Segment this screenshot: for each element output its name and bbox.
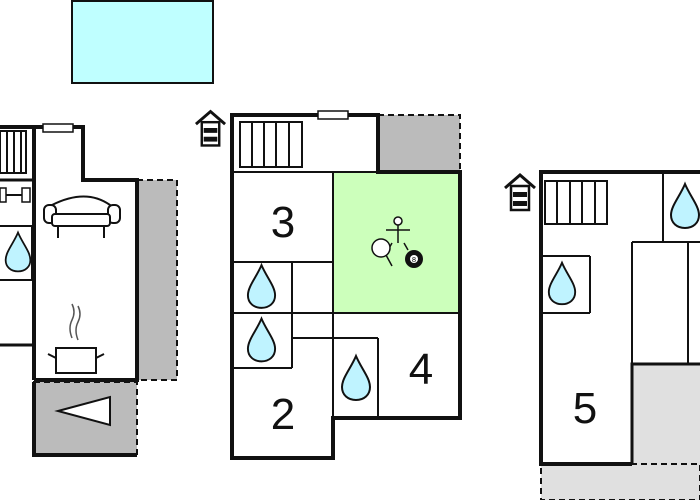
cooking-pot-icon — [47, 303, 105, 374]
room-5-label: 5 — [573, 384, 597, 433]
left-plan — [0, 123, 178, 457]
stairs-icon — [0, 130, 27, 174]
house-level-icon — [194, 110, 227, 147]
water-drop-icon — [547, 261, 577, 306]
house-level-icon — [503, 173, 537, 212]
stairs-icon — [239, 121, 303, 168]
water-drop-icon — [246, 317, 277, 363]
water-drop-icon — [340, 354, 372, 402]
room-4-label: 4 — [409, 345, 433, 394]
sofa-icon — [43, 195, 121, 238]
terrace-bottom-light — [540, 463, 700, 500]
water-drop-icon — [246, 264, 277, 309]
table-tennis-icon — [371, 238, 393, 267]
room-3-label: 3 — [271, 198, 295, 247]
terrace-right — [136, 179, 178, 381]
right-plan: 5 — [503, 170, 700, 500]
water-drop-icon — [4, 231, 32, 273]
triangle-icon — [54, 395, 111, 427]
dumbbell-icon — [0, 187, 31, 203]
game-room — [333, 172, 460, 313]
svg-text:8: 8 — [412, 256, 416, 264]
billiard-ball-icon: 8 — [405, 250, 423, 268]
terrace-top-right — [377, 114, 461, 173]
water-drop-icon — [669, 182, 700, 230]
swimming-pool — [71, 0, 214, 84]
terrace-light — [632, 364, 700, 464]
table-football-icon — [386, 216, 410, 251]
stairs-icon — [544, 180, 608, 225]
room-2-label: 2 — [271, 390, 295, 439]
middle-plan: 3 4 2 8 — [194, 110, 462, 460]
